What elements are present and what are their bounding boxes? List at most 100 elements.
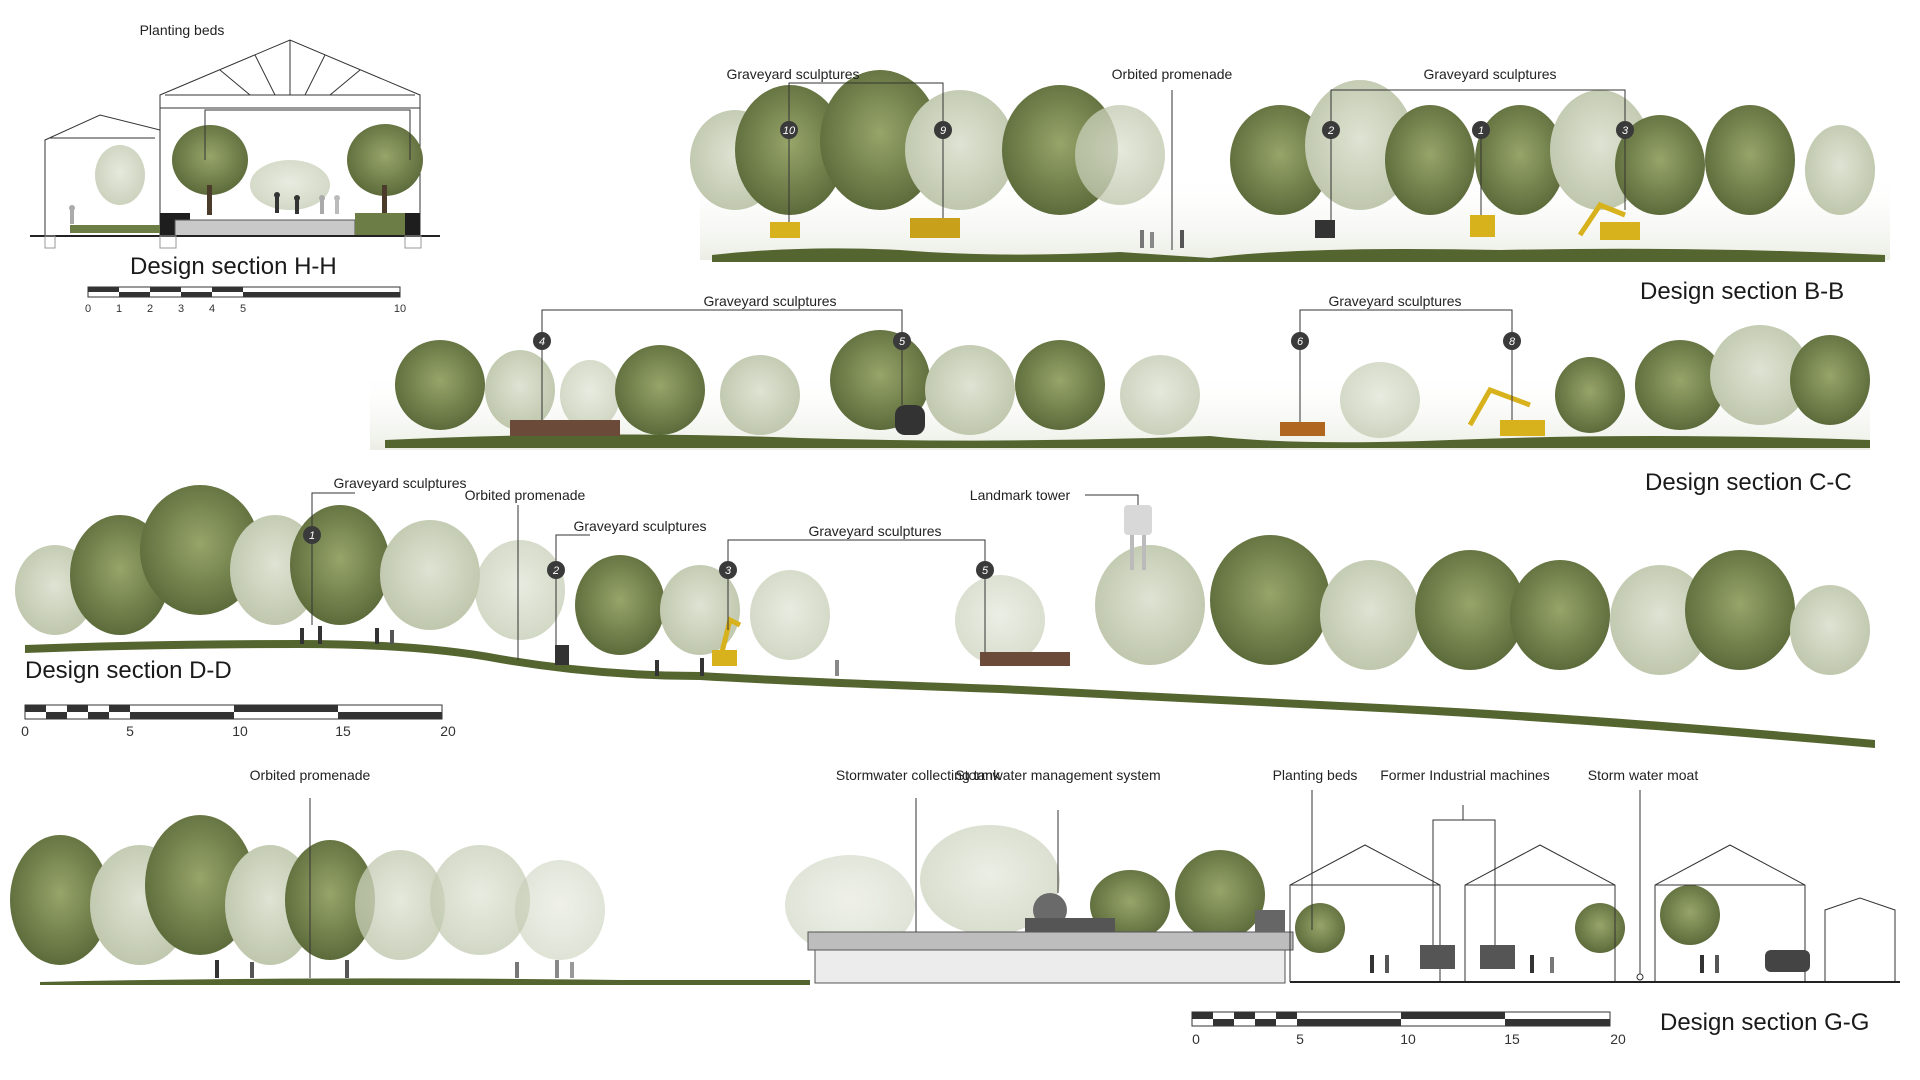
gg-label-planting-beds: Planting beds xyxy=(1273,767,1358,783)
bb-marker-1-label: 1 xyxy=(1478,125,1484,137)
gg-leaders xyxy=(309,790,1641,978)
cc-marker-6-label: 6 xyxy=(1297,336,1304,348)
cc-label-graveyard-right: Graveyard sculptures xyxy=(1328,293,1461,309)
hh-people xyxy=(69,192,340,224)
cc-marker-5-label: 5 xyxy=(899,336,906,348)
gg-industrial-machines xyxy=(1420,945,1810,972)
hh-scale-tick-10: 10 xyxy=(394,303,406,315)
cc-marker-6 xyxy=(1291,332,1309,350)
bb-marker-3-label: 3 xyxy=(1622,125,1629,137)
dd-label-graveyard-1: Graveyard sculptures xyxy=(333,475,466,491)
hh-scale-tick-5: 5 xyxy=(240,303,246,315)
hh-leader xyxy=(204,109,411,160)
bb-marker-3 xyxy=(1616,121,1634,139)
dd-leaders xyxy=(311,492,1139,660)
dd-label-graveyard-3: Graveyard sculptures xyxy=(808,523,941,539)
bb-marker-9-label: 9 xyxy=(940,125,946,137)
bb-label-graveyard-right: Graveyard sculptures xyxy=(1423,66,1556,82)
bb-marker-10 xyxy=(780,121,798,139)
bb-marker-2 xyxy=(1322,121,1340,139)
cc-marker-4 xyxy=(533,332,551,350)
hh-scale-tick-2: 2 xyxy=(147,303,153,315)
gg-label-machines: Former Industrial machines xyxy=(1380,767,1550,783)
cc-ground xyxy=(385,434,1870,448)
hh-scale-bar: 0 1 2 3 4 5 10 xyxy=(85,286,406,315)
hh-label-planting: Planting beds xyxy=(140,22,225,38)
section-dd: 1 2 3 5 Graveyard sculptures Orbited pro… xyxy=(15,475,1875,748)
bb-machines xyxy=(770,201,1640,240)
section-bb: 10 9 2 1 3 Graveyard sculptures Orbited … xyxy=(690,66,1890,305)
bb-label-promenade: Orbited promenade xyxy=(1112,66,1233,82)
hh-scale-tick-0: 0 xyxy=(85,303,91,315)
gg-label-management: Stormwater management system xyxy=(955,767,1160,783)
dd-label-graveyard-2: Graveyard sculptures xyxy=(573,518,706,534)
gg-title: Design section G-G xyxy=(1660,1009,1869,1036)
gg-scale-bar: 0 5 10 15 20 xyxy=(1191,1011,1626,1047)
gg-stormwater-tank xyxy=(807,893,1294,984)
dd-marker-1-label: 1 xyxy=(309,530,315,542)
bb-people xyxy=(1140,230,1184,248)
section-gg: Orbited promenade Stormwater collecting … xyxy=(10,767,1900,1047)
bb-marker-9 xyxy=(934,121,952,139)
bb-label-graveyard-left: Graveyard sculptures xyxy=(726,66,859,82)
hh-building-frame xyxy=(44,39,421,235)
gg-label-moat: Storm water moat xyxy=(1588,767,1699,783)
gg-moat xyxy=(1636,973,1644,981)
hh-trees xyxy=(95,124,423,215)
dd-machines xyxy=(555,616,1070,666)
dd-title: Design section D-D xyxy=(25,657,232,684)
dd-marker-2 xyxy=(547,561,565,579)
dd-label-promenade: Orbited promenade xyxy=(465,487,586,503)
bb-leaders xyxy=(788,82,1626,250)
cc-marker-4-label: 4 xyxy=(539,336,545,348)
dd-scale-tick-10: 10 xyxy=(232,723,248,739)
section-hh: Planting beds Design section H-H 0 1 2 3… xyxy=(30,22,440,315)
dd-markers: 1 2 3 5 xyxy=(303,526,994,579)
dd-scale-tick-20: 20 xyxy=(440,723,456,739)
bb-marker-10-label: 10 xyxy=(783,125,796,137)
hh-scale-tick-1: 1 xyxy=(116,303,122,315)
dd-label-tower: Landmark tower xyxy=(970,487,1071,503)
gg-people-right xyxy=(1370,955,1719,973)
dd-scale-tick-0: 0 xyxy=(21,723,29,739)
hh-scale-tick-4: 4 xyxy=(209,303,215,315)
dd-marker-1 xyxy=(303,526,321,544)
cc-marker-8-label: 8 xyxy=(1509,336,1516,348)
dd-marker-5 xyxy=(976,561,994,579)
gg-sheds xyxy=(1289,844,1896,982)
cc-label-graveyard-left: Graveyard sculptures xyxy=(703,293,836,309)
gg-scale-tick-5: 5 xyxy=(1296,1031,1304,1047)
cc-title: Design section C-C xyxy=(1645,469,1852,496)
bb-marker-2-label: 2 xyxy=(1327,125,1334,137)
hh-title: Design section H-H xyxy=(130,253,337,280)
hh-ground xyxy=(30,213,440,249)
bb-marker-1 xyxy=(1472,121,1490,139)
dd-trees xyxy=(15,485,1870,675)
dd-landmark-tower xyxy=(1124,505,1152,570)
cc-leaders xyxy=(541,309,1513,422)
gg-scale-tick-10: 10 xyxy=(1400,1031,1416,1047)
cc-machines xyxy=(510,386,1545,436)
gg-ground-left xyxy=(40,978,810,985)
gg-label-tank: Stormwater collecting tank xyxy=(836,767,1001,783)
cc-marker-5 xyxy=(893,332,911,350)
cc-marker-8 xyxy=(1503,332,1521,350)
gg-scale-tick-15: 15 xyxy=(1504,1031,1520,1047)
bb-ground xyxy=(712,248,1885,262)
bb-trees xyxy=(690,70,1875,215)
bb-markers: 10 9 2 1 3 xyxy=(780,121,1634,139)
dd-marker-3 xyxy=(719,561,737,579)
gg-label-promenade: Orbited promenade xyxy=(250,767,371,783)
dd-scale-tick-15: 15 xyxy=(335,723,351,739)
dd-marker-5-label: 5 xyxy=(982,565,989,577)
gg-scale-tick-0: 0 xyxy=(1192,1031,1200,1047)
gg-people xyxy=(215,960,574,978)
section-cc: 4 5 6 8 Graveyard sculptures Graveyard s… xyxy=(370,293,1870,496)
dd-scale-bar: 0 5 10 15 20 xyxy=(21,704,456,739)
hh-scale-tick-3: 3 xyxy=(178,303,184,315)
dd-scale-tick-5: 5 xyxy=(126,723,134,739)
dd-marker-3-label: 3 xyxy=(725,565,732,577)
dd-marker-2-label: 2 xyxy=(552,565,559,577)
bb-title: Design section B-B xyxy=(1640,278,1844,305)
